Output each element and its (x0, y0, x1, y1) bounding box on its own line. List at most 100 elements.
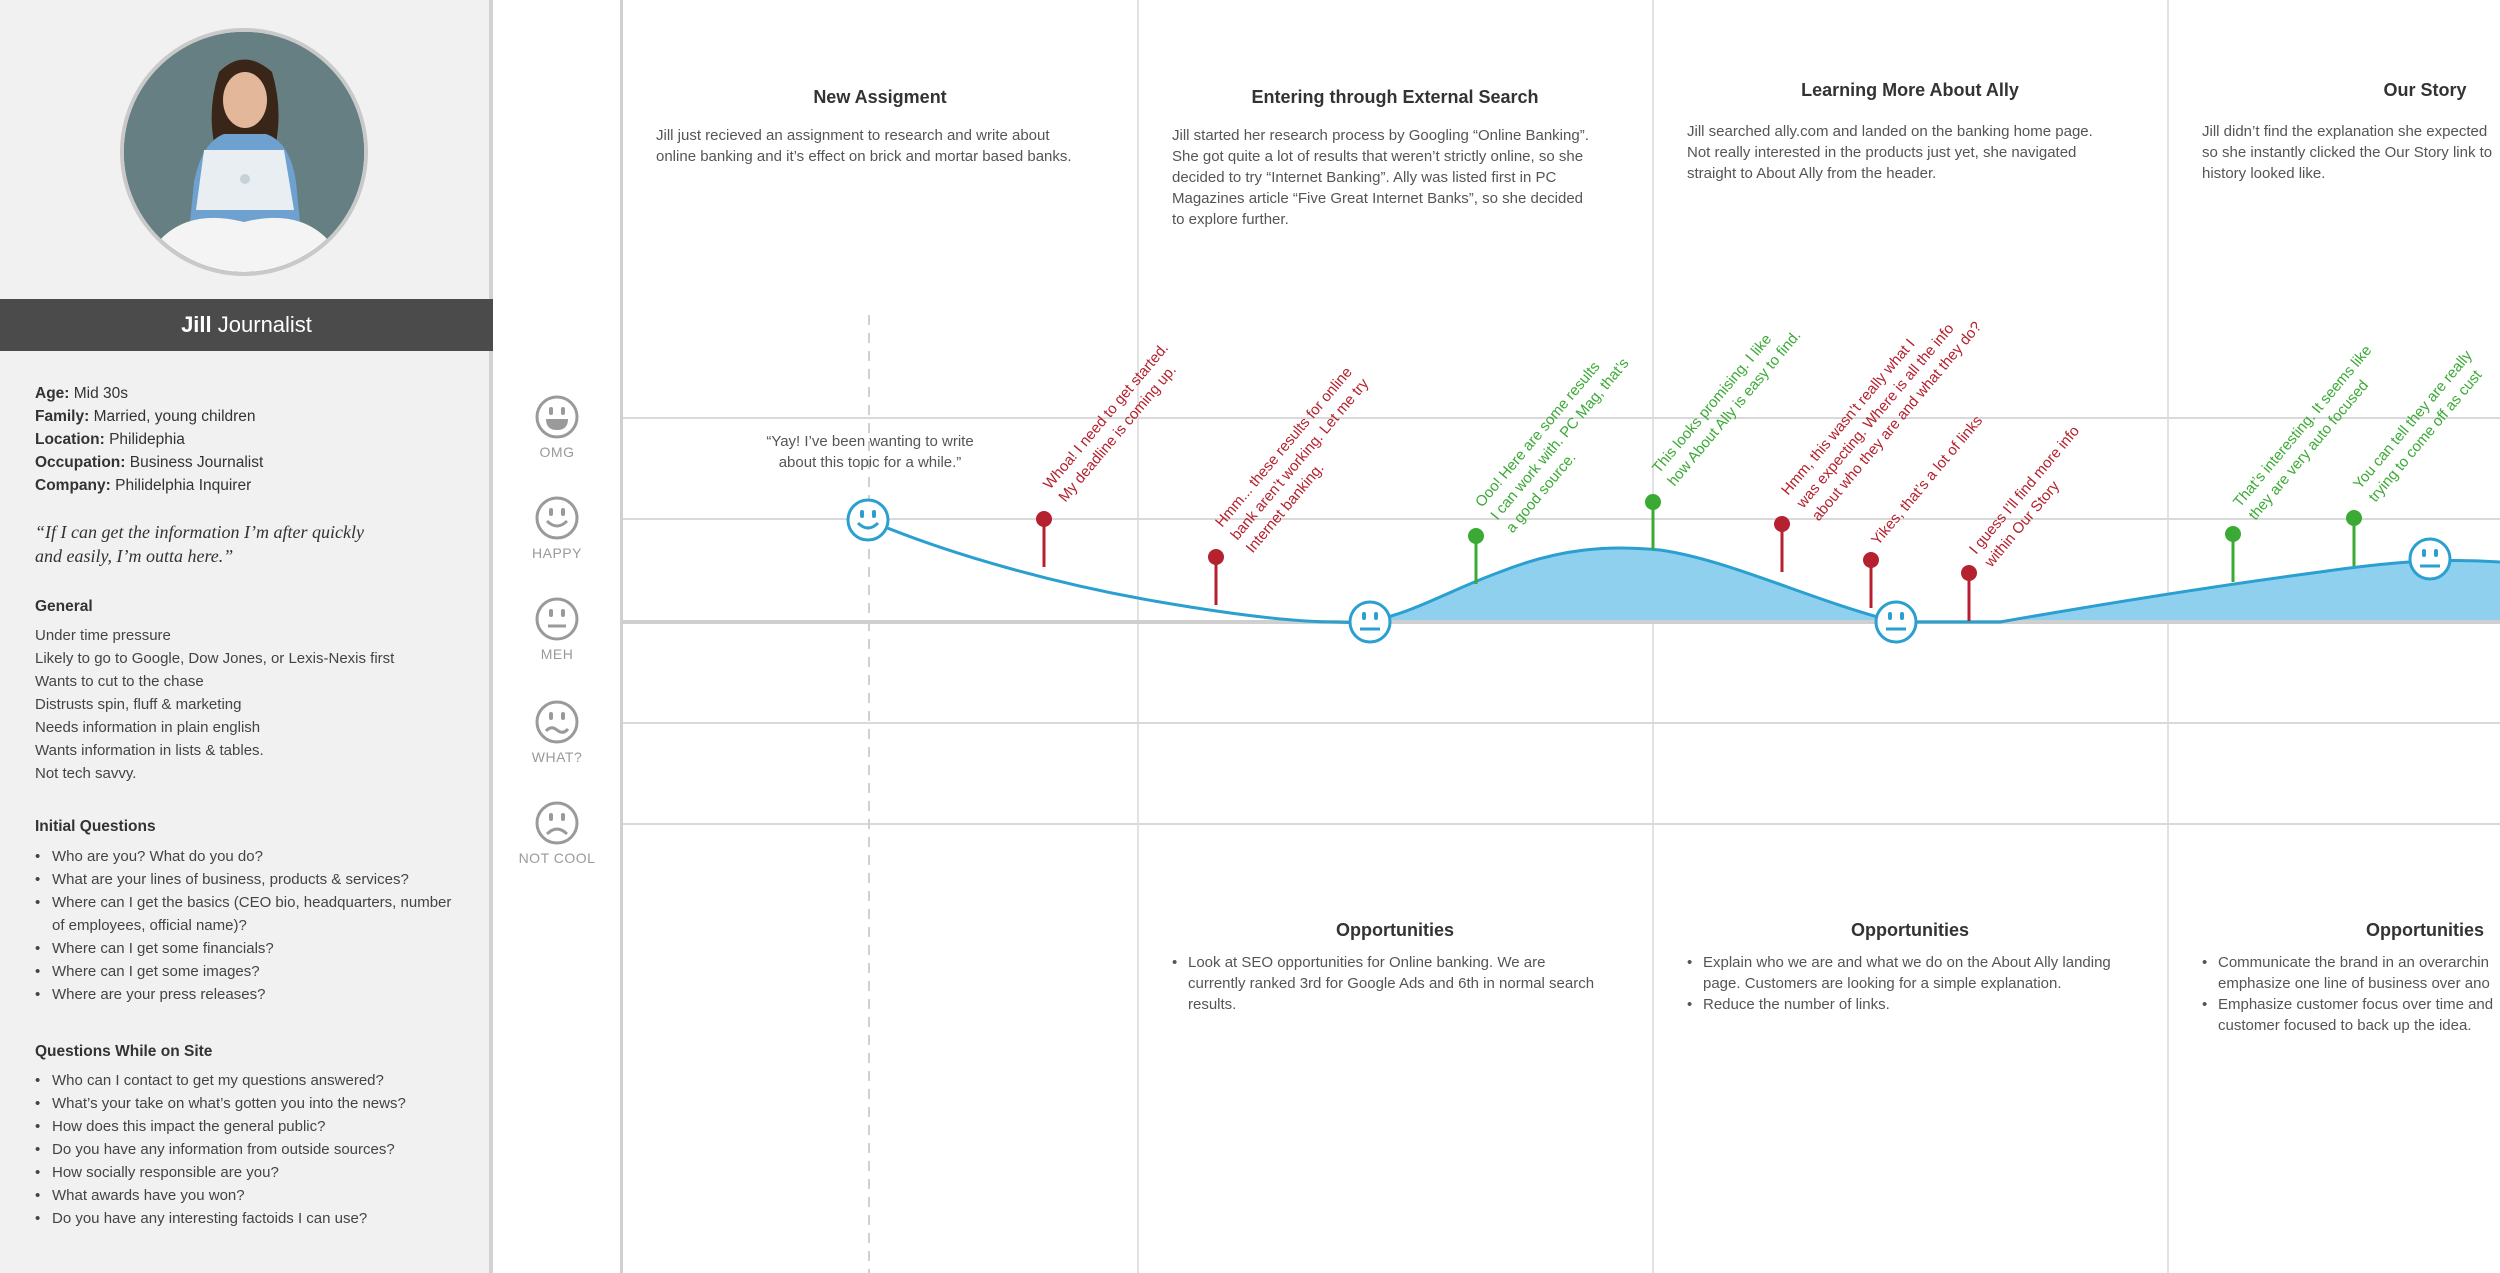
fact-occupation: Occupation: Business Journalist (35, 451, 263, 474)
list-item: What are your lines of business, product… (35, 868, 455, 891)
persona-avatar (120, 28, 368, 276)
emotion-curve (867, 518, 2500, 625)
list-item: Who can I contact to get my questions an… (35, 1069, 455, 1092)
emotion-area (1370, 547, 1896, 622)
onsite-questions-title: Questions While on Site (35, 1043, 213, 1060)
desc-line: She got quite a lot of results that were… (1172, 148, 1584, 165)
desc-line: Jill searched ally.com and landed on the… (1687, 123, 2093, 140)
stage-desc-learning-more: Jill searched ally.com and landed on the… (1687, 121, 2157, 184)
pin-text-7: I guess I’ll find more infowithin Our St… (1965, 423, 2098, 571)
pin-2 (1208, 549, 1224, 605)
pin-text-9: You can tell they are reallytrying to co… (2350, 347, 2491, 506)
desc-line: Not really interested in the products ju… (1687, 144, 2077, 161)
list-item: Where can I get some images? (35, 960, 455, 983)
stage-title-new-assignment: New Assigment (813, 87, 947, 107)
pin-1 (1036, 511, 1052, 567)
stage-title-learning-more: Learning More About Ally (1801, 80, 2019, 100)
opportunities-title: Opportunities (2366, 920, 2484, 940)
meh-marker-icon (2408, 537, 2452, 581)
meh-face-icon (535, 597, 579, 641)
opportunities-list-about: Explain who we are and what we do on the… (1687, 952, 2147, 1015)
list-item: How does this impact the general public? (35, 1115, 455, 1138)
onsite-questions-list: Who can I contact to get my questions an… (35, 1069, 455, 1230)
fact-location: Location: Philidephia (35, 428, 263, 451)
desc-line: Jill just recieved an assignment to rese… (656, 127, 1050, 144)
sad-face-icon (535, 801, 579, 845)
persona-last-name: Journalist (217, 312, 312, 337)
list-item: What’s your take on what’s gotten you in… (35, 1092, 455, 1115)
pin-9 (2346, 510, 2362, 566)
pin-text-5: Hmm, this wasn’t really what Iwas expect… (1777, 293, 1985, 525)
happy-marker-icon (846, 498, 890, 542)
pin-text-3: Ooo! Here are some resultsI can work wit… (1472, 342, 1648, 536)
desc-line: history looked like. (2202, 165, 2326, 182)
pin-6 (1863, 552, 1879, 608)
quote-line: about this topic for a while.” (778, 454, 962, 471)
fact-value: Mid 30s (73, 385, 129, 402)
fact-value: Business Journalist (129, 454, 264, 471)
fact-value: Philidephia (109, 431, 185, 448)
opportunity-item: Communicate the brand in an overarchin e… (2202, 952, 2500, 994)
list-item: Wants to cut to the chase (35, 673, 204, 690)
fact-label: Location: (35, 431, 105, 448)
opp-line: currently ranked 3rd for Google Ads and … (1188, 975, 1595, 992)
list-item: Under time pressure (35, 627, 171, 644)
legend-label: WHAT? (531, 749, 583, 765)
list-item: What awards have you won? (35, 1184, 455, 1207)
confused-face-icon (535, 700, 579, 744)
desc-line: Jill didn’t find the explanation she exp… (2202, 123, 2488, 140)
pin-3 (1468, 528, 1484, 584)
list-item: Likely to go to Google, Dow Jones, or Le… (35, 650, 395, 667)
desc-line: so she instantly clicked the Our Story l… (2202, 144, 2493, 161)
list-item: Where can I get the basics (CEO bio, hea… (35, 891, 455, 937)
pin-text-1: Whoa! I need to get started.My deadline … (1040, 340, 1187, 506)
legend-meh: MEH (493, 596, 621, 662)
meh-marker-icon (1348, 600, 1392, 644)
desc-line: Jill started her research process by Goo… (1172, 127, 1589, 144)
opportunities-title: Opportunities (1336, 920, 1454, 940)
opportunity-item: Reduce the number of links. (1687, 994, 2147, 1015)
list-item: Where are your press releases? (35, 983, 455, 1006)
fact-label: Company: (35, 477, 111, 494)
stage-desc-new-assignment: Jill just recieved an assignment to rese… (656, 125, 1126, 167)
desc-line: decided to try “Internet Banking”. Ally … (1172, 169, 1557, 186)
legend-label: OMG (539, 444, 575, 460)
desc-line: online banking and it’s effect on brick … (656, 148, 1072, 165)
persona-quote: “If I can get the information I’m after … (35, 520, 455, 568)
pin-7 (1961, 565, 1977, 621)
opportunities-list-search: Look at SEO opportunities for Online ban… (1172, 952, 1632, 1015)
list-item: Who are you? What do you do? (35, 845, 455, 868)
opp-line: Emphasize customer focus over time and (2218, 996, 2494, 1013)
pin-5 (1774, 516, 1790, 572)
meh-marker-icon (1874, 600, 1918, 644)
legend-label: HAPPY (532, 545, 582, 561)
emotion-area (2000, 560, 2500, 622)
emotion-legend: OMG HAPPY MEH WHAT? NOT COOL (493, 0, 621, 1273)
list-item: Do you have any interesting factoids I c… (35, 1207, 455, 1230)
persona-facts: Age: Mid 30s Family: Married, young chil… (35, 382, 263, 497)
opp-line: results. (1188, 996, 1237, 1013)
legend-what: WHAT? (493, 699, 621, 765)
start-quote: “Yay! I’ve been wanting to write about t… (750, 431, 990, 473)
opp-line: Explain who we are and what we do on the… (1703, 954, 2111, 971)
list-item: How socially responsible are you? (35, 1161, 455, 1184)
list-item: Wants information in lists & tables. (35, 742, 264, 759)
opportunities-title: Opportunities (1851, 920, 1969, 940)
persona-name-bar: Jill Journalist (0, 299, 493, 351)
legend-label: MEH (540, 646, 574, 662)
opportunity-item: Look at SEO opportunities for Online ban… (1172, 952, 1632, 1015)
quote-line: “Yay! I’ve been wanting to write (766, 433, 974, 450)
desc-line: to explore further. (1172, 211, 1289, 228)
list-item: Not tech savvy. (35, 765, 137, 782)
stage-desc-external-search: Jill started her research process by Goo… (1172, 125, 1642, 230)
opp-line: page. Customers are looking for a simple… (1703, 975, 2062, 992)
quote-line: and easily, I’m outta here.” (35, 546, 234, 566)
opportunity-item: Explain who we are and what we do on the… (1687, 952, 2147, 994)
fact-value: Philidelphia Inquirer (115, 477, 252, 494)
happy-face-icon (535, 496, 579, 540)
initial-questions-title: Initial Questions (35, 818, 156, 835)
persona-sidebar: Jill Journalist Age: Mid 30s Family: Mar… (0, 0, 493, 1273)
stage-desc-our-story: Jill didn’t find the explanation she exp… (2202, 121, 2500, 184)
opp-line: Reduce the number of links. (1703, 996, 1890, 1013)
pin-text-2: Hmm... these results for onlinebank aren… (1212, 362, 1388, 556)
